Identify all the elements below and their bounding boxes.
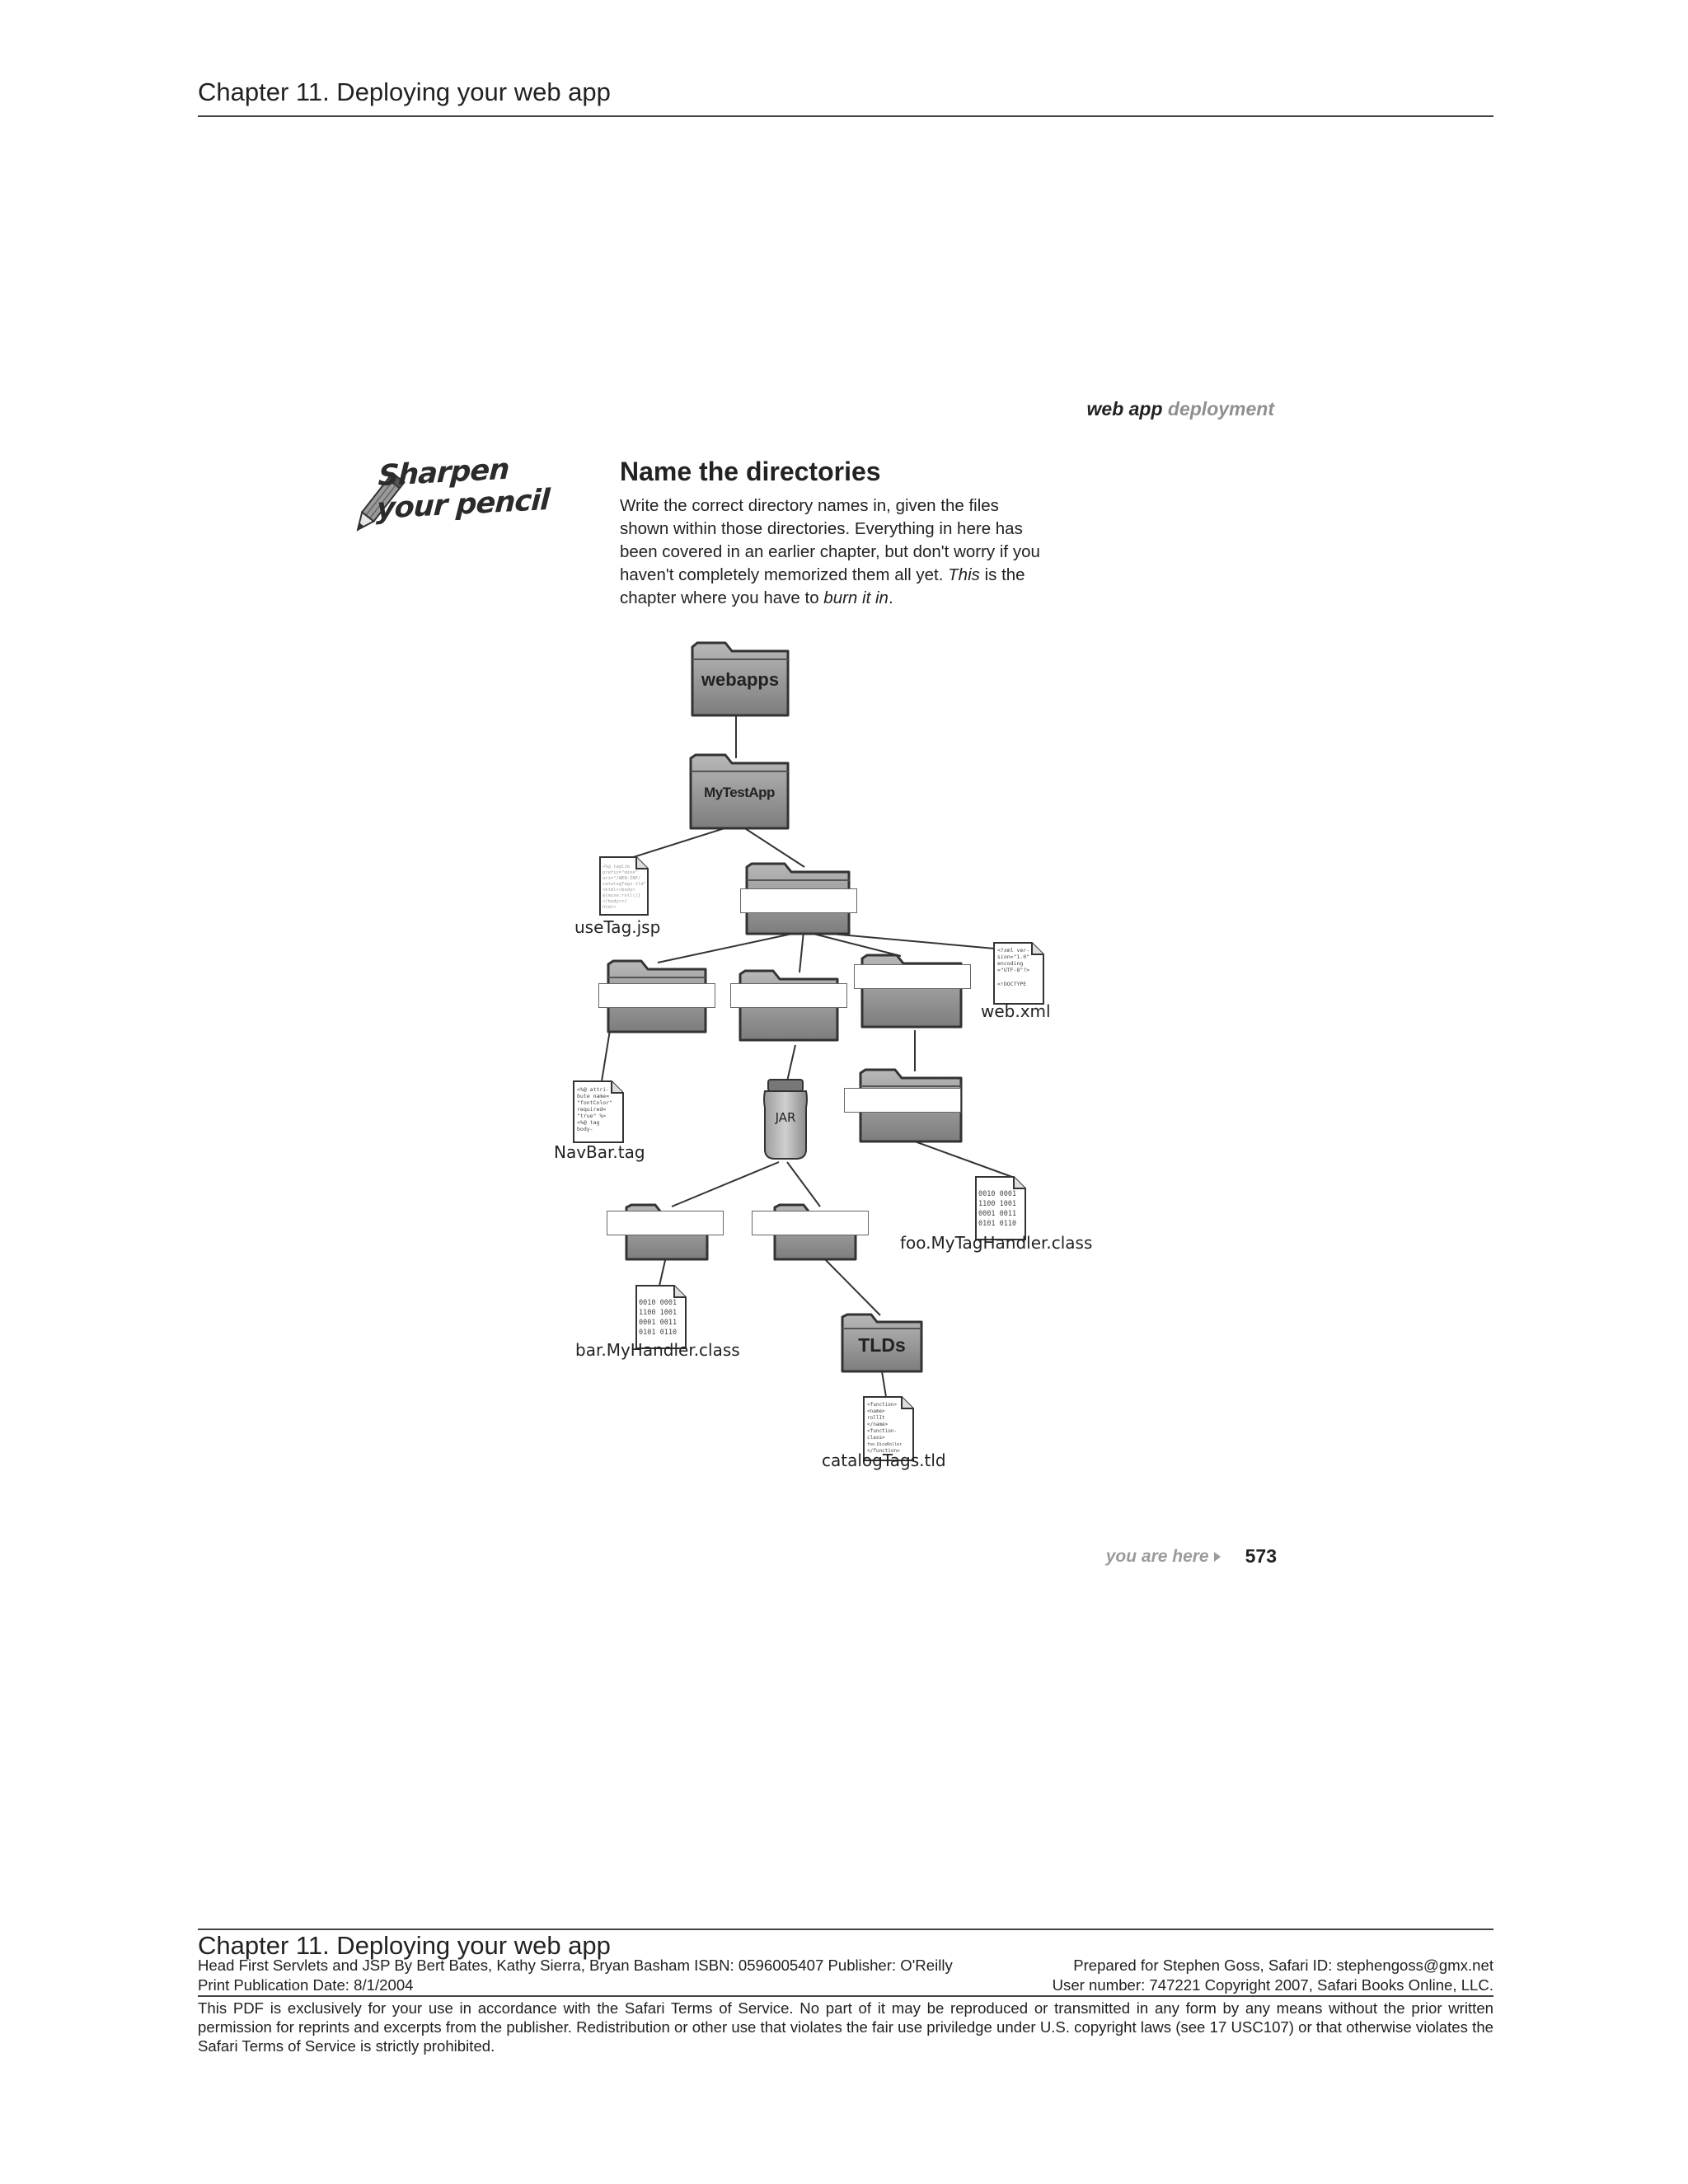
sharpen-pencil-label: Sharpen your pencil: [375, 452, 551, 526]
footer-top-rule: [198, 1929, 1493, 1930]
tld-snippet-4: <function-: [867, 1428, 897, 1434]
navbar-snippet-4: "true" %>: [577, 1113, 606, 1119]
navbar-snippet-0: <%@ attri-: [577, 1086, 609, 1093]
bar-binary-1: 1100 1001: [639, 1309, 677, 1317]
file-barhandler-label: bar.MyHandler.class: [575, 1340, 740, 1360]
instructions-text-1: Write the correct directory names in, gi…: [620, 496, 1040, 584]
tld-snippet-3: </name>: [867, 1422, 889, 1427]
answer-box-level2[interactable]: [740, 888, 857, 913]
tld-snippet-1: <name>: [867, 1408, 885, 1414]
jar-label: JAR: [775, 1110, 796, 1125]
footer-legal-notice: This PDF is exclusively for your use in …: [198, 1999, 1493, 2055]
exercise-title: Name the directories: [620, 457, 881, 486]
navbar-snippet-3: required=: [577, 1106, 606, 1113]
file-usetag-label: useTag.jsp: [574, 917, 661, 937]
footer-chapter-title: Chapter 11. Deploying your web app: [198, 1931, 611, 1960]
header-rule: [198, 115, 1493, 117]
instructions-text-3: .: [888, 588, 893, 607]
navbar-snippet-6: body-: [577, 1126, 593, 1132]
foo-binary-3: 0101 0110: [978, 1220, 1016, 1228]
foo-binary-0: 0010 0001: [978, 1190, 1016, 1198]
you-are-here-label: you are here: [1105, 1547, 1209, 1566]
file-navbar-label: NavBar.tag: [554, 1142, 645, 1162]
file-webxml-label: web.xml: [981, 1001, 1051, 1021]
usetag-snippet-7: html>: [603, 905, 617, 910]
running-head-part1: web app: [1086, 398, 1163, 419]
instructions-text-2: is the chapter where you have to: [620, 565, 1025, 607]
footer-publication-date: Print Publication Date: 8/1/2004: [198, 1976, 414, 1994]
webxml-snippet-0: <?xml ver-: [997, 947, 1029, 954]
foo-binary-1: 1100 1001: [978, 1200, 1016, 1208]
running-head-part2: deployment: [1167, 398, 1274, 419]
answer-box-level5-left[interactable]: [607, 1211, 724, 1235]
instructions-emphasis-2: burn it in: [823, 588, 889, 607]
bar-binary-2: 0001 0011: [639, 1319, 677, 1327]
answer-box-level4-right[interactable]: [844, 1088, 961, 1113]
sharpen-pencil-badge: Sharpen your pencil: [343, 453, 565, 539]
answer-box-level3-left[interactable]: [598, 983, 715, 1008]
page-number-area: you are here 573: [1082, 1547, 1277, 1572]
running-head: web app deployment: [989, 400, 1274, 419]
folder-mytestapp-label: MyTestApp: [704, 785, 775, 800]
footer-rule: [198, 1995, 1493, 1997]
bar-binary-3: 0101 0110: [639, 1329, 677, 1337]
folder-tlds-label: TLDs: [858, 1334, 906, 1356]
webxml-snippet-3: ="UTF-8"?>: [997, 967, 1029, 973]
webxml-snippet-2: encoding: [997, 960, 1023, 967]
tld-snippet-6: foo.DiceRoller: [867, 1442, 902, 1447]
usetag-snippet-6: </body></: [603, 899, 627, 904]
bar-binary-0: 0010 0001: [639, 1299, 677, 1307]
instructions-emphasis-1: This: [948, 565, 980, 584]
folder-webapps-label: webapps: [701, 669, 780, 690]
answer-box-level3-right[interactable]: [854, 964, 971, 989]
footer-book-citation: Head First Servlets and JSP By Bert Bate…: [198, 1957, 953, 1974]
tld-snippet-2: rollIt: [867, 1415, 885, 1421]
foo-binary-2: 0001 0011: [978, 1210, 1016, 1218]
usetag-snippet-1: prefix="mine": [603, 870, 638, 875]
pencil-icon: [356, 471, 406, 532]
footer-prepared-for: Prepared for Stephen Goss, Safari ID: st…: [1073, 1957, 1493, 1974]
tld-snippet-5: class>: [867, 1435, 885, 1441]
answer-box-level3-middle[interactable]: [730, 983, 847, 1008]
document-webxml-icon: [993, 942, 1044, 1005]
page-header-title: Chapter 11. Deploying your web app: [198, 77, 611, 106]
page-number: 573: [1245, 1545, 1277, 1567]
document-navbar-icon: [573, 1080, 624, 1143]
usetag-snippet-3: catalogTags.tld": [603, 882, 646, 887]
usetag-snippet-2: uri="/WEB-INF/: [603, 876, 640, 881]
usetag-snippet-0: <%@ taglib: [603, 865, 630, 869]
document-usetag-icon: [599, 856, 649, 916]
file-foohandler-label: foo.MyTagHandler.class: [900, 1233, 1093, 1253]
webxml-snippet-1: sion="1.0": [997, 954, 1029, 960]
file-catalogtags-label: catalogTags.tld: [822, 1451, 946, 1470]
webxml-snippet-5: <!DOCTYPE: [997, 981, 1026, 987]
exercise-instructions: Write the correct directory names in, gi…: [620, 494, 1048, 610]
footer-user-number: User number: 747221 Copyright 2007, Safa…: [1052, 1976, 1493, 1994]
answer-box-level5-right[interactable]: [752, 1211, 869, 1235]
usetag-snippet-4: <html><body>: [603, 888, 635, 893]
navbar-snippet-5: <%@ tag: [577, 1119, 599, 1126]
navbar-snippet-2: "fontColor": [577, 1099, 612, 1106]
usetag-snippet-5: ${mine:roll()}: [603, 893, 640, 898]
tree-connectors: [601, 715, 1013, 1398]
document-barhandler-icon: [635, 1285, 687, 1349]
document-foohandler-icon: [975, 1176, 1026, 1240]
triangle-right-icon: [1213, 1551, 1221, 1562]
tld-snippet-0: <function>: [867, 1402, 898, 1408]
navbar-snippet-1: bute name=: [577, 1093, 609, 1099]
